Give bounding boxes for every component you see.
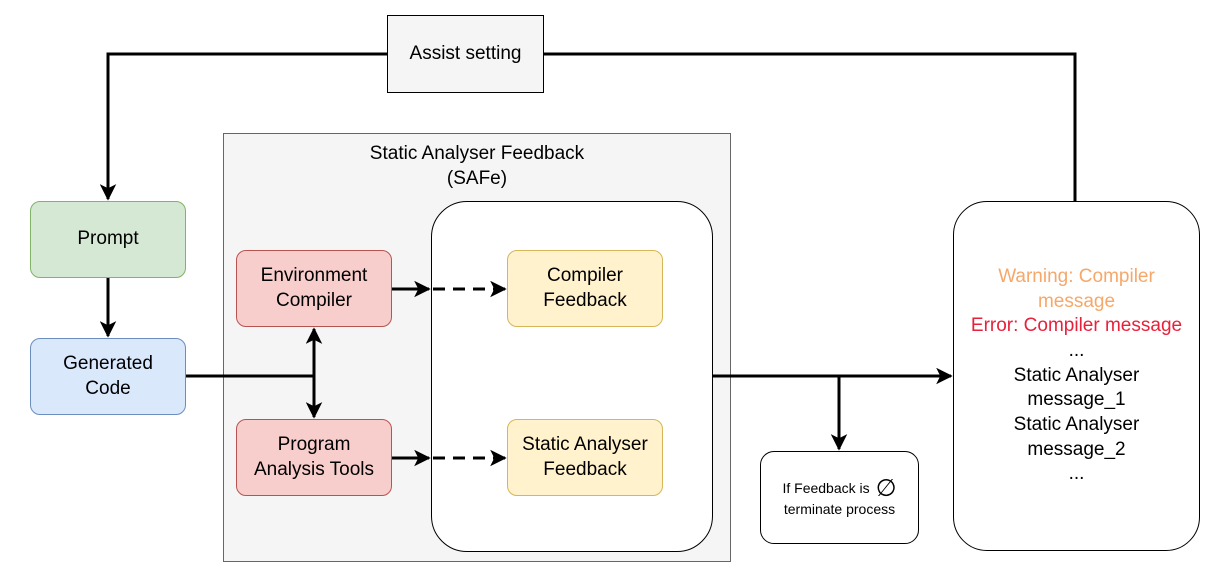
terminate-line1: If Feedback is <box>782 480 870 496</box>
terminate-node: If Feedback is ∅ terminate process <box>760 451 919 544</box>
program-analysis-tools-node: Program Analysis Tools <box>236 419 392 496</box>
safe-title-line2: (SAFe) <box>446 168 508 190</box>
ellipsis-top: ... <box>1068 339 1085 361</box>
warning-line2: message <box>1037 290 1116 312</box>
prompt-node: Prompt <box>30 201 186 278</box>
error-message: Error: Compiler message <box>970 315 1183 337</box>
feedback-output-node: Warning: Compiler message Error: Compile… <box>953 201 1200 551</box>
sa-message2-line2: message_2 <box>1027 438 1126 460</box>
compiler-feedback-line2: Feedback <box>543 289 627 311</box>
warning-line1: Warning: Compiler <box>998 265 1155 287</box>
empty-set-icon: ∅ <box>875 474 897 502</box>
generated-code-line1: Generated <box>63 352 153 374</box>
static-analyser-feedback-line2: Feedback <box>543 458 627 480</box>
edge-output-to-assist <box>544 52 1077 201</box>
terminate-row: If Feedback is ∅ <box>782 474 897 502</box>
edge-assist-to-prompt <box>99 52 387 201</box>
sa-message1-line2: message_1 <box>1027 389 1126 411</box>
environment-compiler-line2: Compiler <box>275 289 353 311</box>
safe-title: Static Analyser Feedback (SAFe) <box>223 141 731 191</box>
environment-compiler-node: Environment Compiler <box>236 250 392 327</box>
assist-setting-label: Assist setting <box>409 42 522 64</box>
static-analyser-feedback-node: Static Analyser Feedback <box>507 419 663 496</box>
generated-code-node: Generated Code <box>30 338 186 415</box>
sa-message1-line1: Static Analyser <box>1013 364 1140 386</box>
program-analysis-line1: Program <box>277 433 351 455</box>
sa-message2-line1: Static Analyser <box>1013 414 1140 436</box>
static-analyser-feedback-line1: Static Analyser <box>522 433 648 455</box>
generated-code-line2: Code <box>85 377 131 399</box>
program-analysis-line2: Analysis Tools <box>253 458 375 480</box>
compiler-feedback-node: Compiler Feedback <box>507 250 663 327</box>
ellipsis-bottom: ... <box>1068 463 1085 485</box>
terminate-line2: terminate process <box>783 500 896 517</box>
prompt-label: Prompt <box>77 228 139 250</box>
environment-compiler-line1: Environment <box>260 264 368 286</box>
assist-setting-node: Assist setting <box>387 15 544 93</box>
safe-title-line1: Static Analyser Feedback <box>369 143 585 164</box>
compiler-feedback-line1: Compiler <box>546 264 624 286</box>
